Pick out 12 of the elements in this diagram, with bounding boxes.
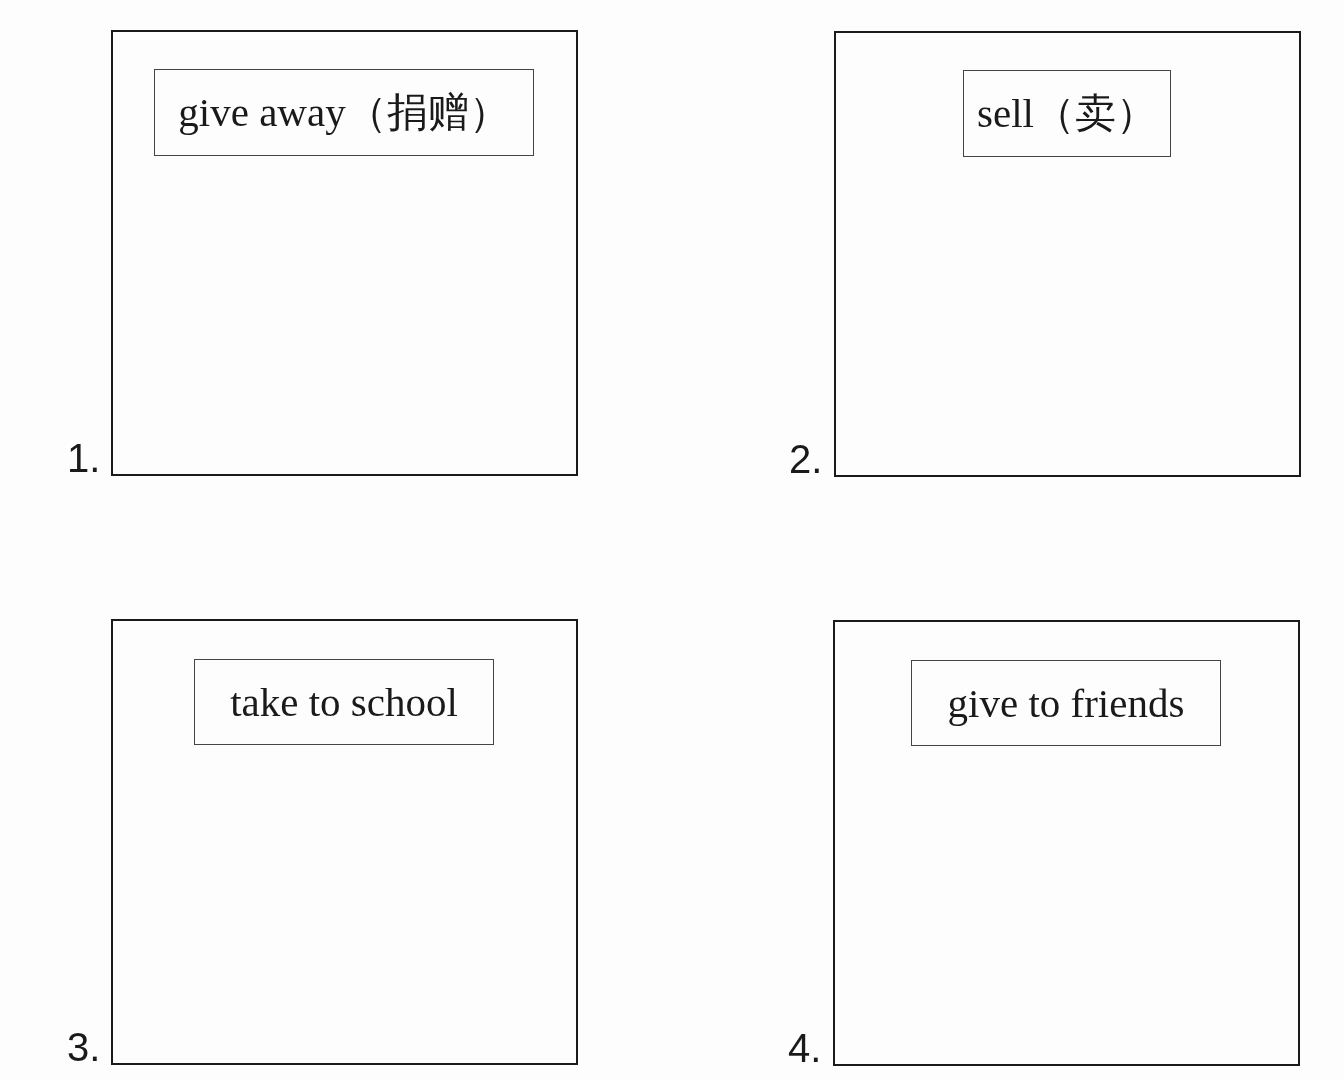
word-label-box: give away（捐赠） xyxy=(154,69,534,156)
answer-box xyxy=(833,620,1300,1066)
word-label-box: give to friends xyxy=(911,660,1221,746)
item-number: 1. xyxy=(67,438,101,478)
word-label-box: take to school xyxy=(194,659,494,745)
answer-box xyxy=(111,30,578,476)
item-number: 2. xyxy=(789,439,823,479)
item-number: 3. xyxy=(67,1027,101,1067)
answer-box xyxy=(834,31,1301,477)
answer-box xyxy=(111,619,578,1065)
word-label-box: sell（卖） xyxy=(963,70,1171,157)
item-number: 4. xyxy=(788,1028,822,1068)
